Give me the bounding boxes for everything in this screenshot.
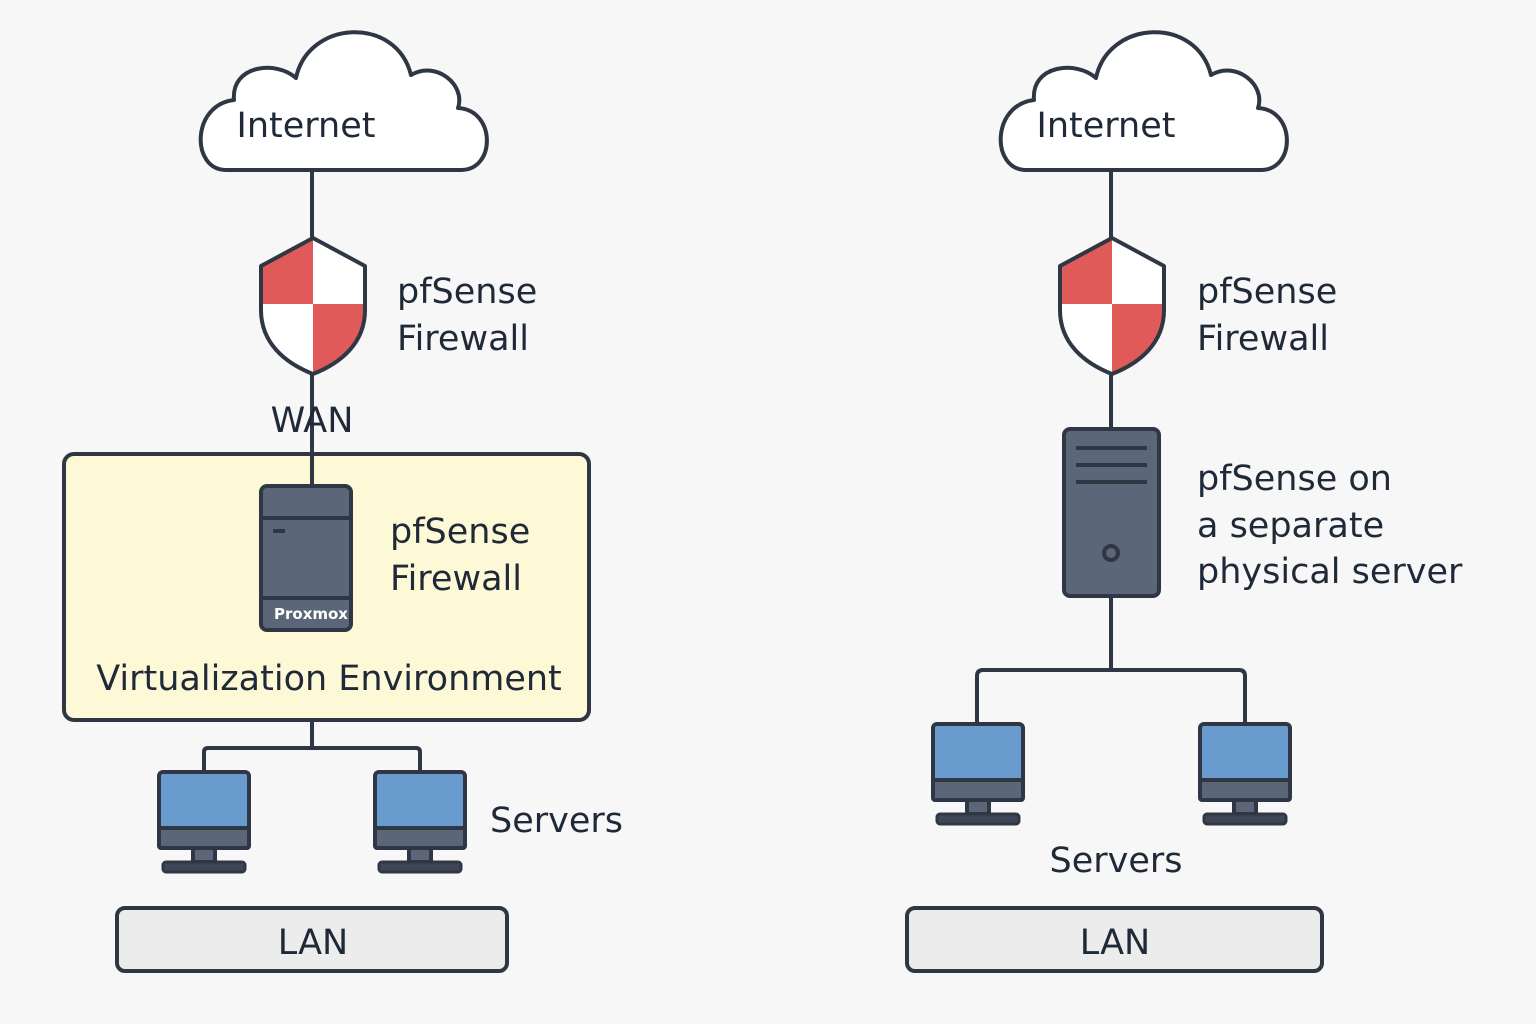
cloud-icon [198,30,489,172]
monitor-icon [373,770,467,874]
cloud-icon [998,30,1289,172]
monitor-icon [1198,722,1292,826]
vm-label-left-line1: pfSense [390,512,530,552]
monitor-icon [931,722,1025,826]
right-diagram: Internet pfSense Firewall pfSense on a s… [905,30,1463,973]
servers-label-left: Servers [490,801,623,841]
server-label-right-line3: physical server [1197,552,1463,592]
server-tower-icon [259,484,353,632]
proxmox-label: Proxmox [274,605,348,623]
switch-branch-right [975,668,1247,724]
left-diagram: Internet pfSense Firewall WAN Proxmox pf… [62,30,623,973]
lan-label-left: LAN [278,923,348,963]
lan-bar-left [115,906,509,973]
monitor-icon [157,770,251,874]
server-label-right-line1: pfSense on [1197,459,1392,499]
shield-icon [1060,238,1164,374]
wan-label: WAN [271,401,354,441]
servers-label-right: Servers [1049,841,1182,881]
firewall-label-right-line2: Firewall [1197,319,1329,359]
lan-bar-right [905,906,1324,973]
server-label-right-line2: a separate [1197,506,1384,546]
firewall-label-left-line1: pfSense [397,272,537,312]
firewall-label-left-line2: Firewall [397,319,529,359]
server-tower-icon [1062,427,1161,598]
switch-branch-left [202,746,422,772]
firewall-label-right-line1: pfSense [1197,272,1337,312]
internet-label-right: Internet [1037,106,1176,146]
shield-icon [261,238,365,374]
vm-label-left-line2: Firewall [390,559,522,599]
internet-label-left: Internet [237,106,376,146]
lan-label-right: LAN [1080,923,1150,963]
virtualization-label: Virtualization Environment [96,659,562,699]
